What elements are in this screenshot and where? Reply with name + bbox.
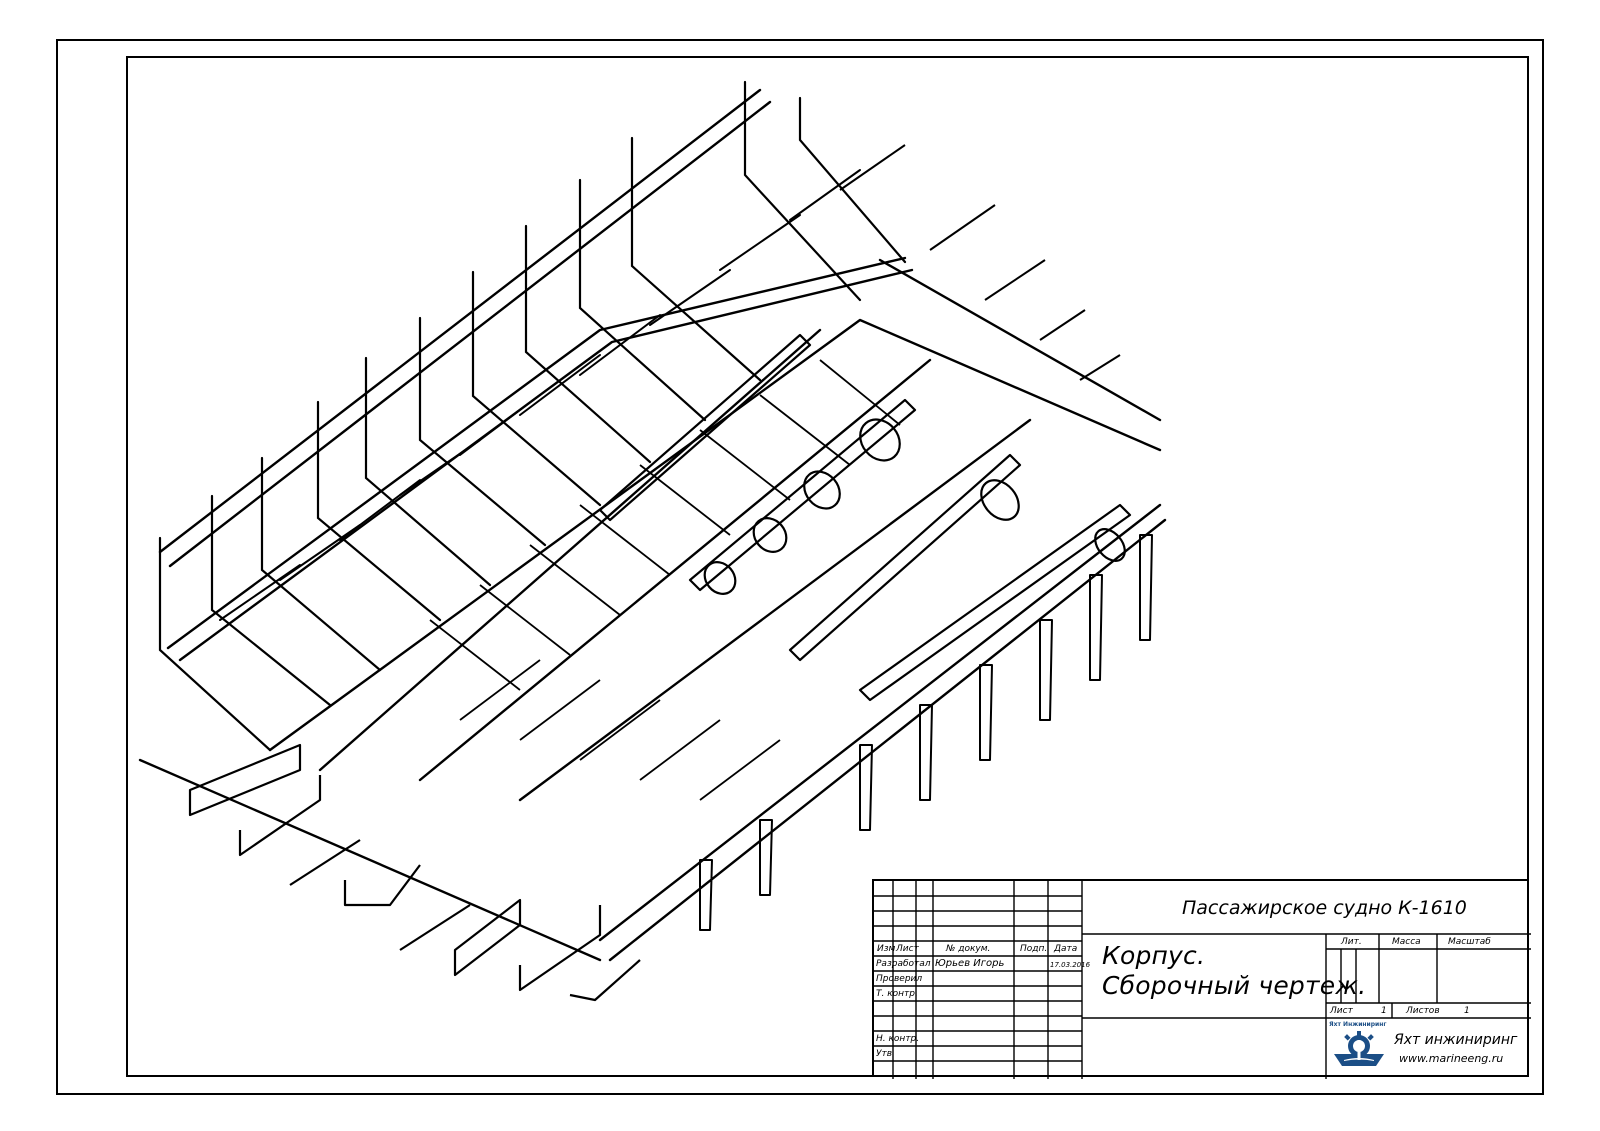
side-shell-right <box>608 518 1167 962</box>
side-shell-right-inner <box>598 503 1162 942</box>
keel-line <box>268 318 1162 752</box>
header-doc-no: № докум. <box>946 944 991 954</box>
drawing-frame <box>126 56 1529 1077</box>
header-sheet: Лист <box>896 944 919 954</box>
bottom-girder-3 <box>518 418 1032 802</box>
developer-name: Юрьев Игорь <box>935 958 1005 969</box>
scale-label: Масштаб <box>1448 937 1491 947</box>
sheer-line-inner <box>168 100 772 568</box>
gear-ship-logo-icon <box>1334 1031 1384 1066</box>
chine-line <box>166 256 907 650</box>
sheet-value: 1 <box>1381 1006 1387 1016</box>
document-title-line1: Корпус. <box>1102 941 1206 970</box>
sheer-line <box>158 88 762 554</box>
hull-lower-edge <box>138 758 602 962</box>
side-stiffeners <box>219 169 861 621</box>
row-tech-control: Т. контр. <box>876 989 918 999</box>
row-checked: Проверил <box>876 974 923 984</box>
row-developed: Разработал <box>876 959 931 969</box>
project-title: Пассажирское судно К-1610 <box>1182 897 1467 919</box>
develop-date: 17.03.2016 <box>1050 961 1091 969</box>
sheet-label: Лист <box>1330 1006 1353 1016</box>
bottom-grid <box>429 359 901 801</box>
frames-right <box>699 534 1153 931</box>
bottom-girder-1 <box>318 328 822 772</box>
chine-line-inner <box>178 268 914 662</box>
header-change: Изм <box>877 944 896 954</box>
company-url: www.marineeng.ru <box>1399 1052 1504 1065</box>
bottom-floors <box>188 743 641 1002</box>
row-norm-control: Н. контр. <box>876 1034 920 1044</box>
sheets-value: 1 <box>1464 1006 1470 1016</box>
mass-label: Масса <box>1392 937 1421 947</box>
company-name: Яхт инжиниринг <box>1394 1032 1518 1048</box>
row-approved: Утв <box>876 1049 893 1059</box>
header-signature: Подп. <box>1020 944 1048 954</box>
sheet-outer-frame <box>56 39 1544 1095</box>
web-frames <box>598 333 1132 702</box>
lit-label: Лит. <box>1341 937 1362 947</box>
deck-edge-right <box>878 258 1162 422</box>
title-block-grid <box>874 881 1531 1079</box>
frames-left <box>158 80 907 752</box>
header-date: Дата <box>1054 944 1078 954</box>
document-title-line2: Сборочный чертеж. <box>1102 971 1367 1000</box>
sheets-label: Листов <box>1406 1006 1440 1016</box>
logo-text: Яхт Инжиниринг <box>1329 1021 1387 1028</box>
bottom-girder-2 <box>418 358 932 782</box>
title-block: Пассажирское судно К-1610 Корпус. Сбороч… <box>872 879 1531 1079</box>
deck-beams-right <box>839 144 1121 381</box>
